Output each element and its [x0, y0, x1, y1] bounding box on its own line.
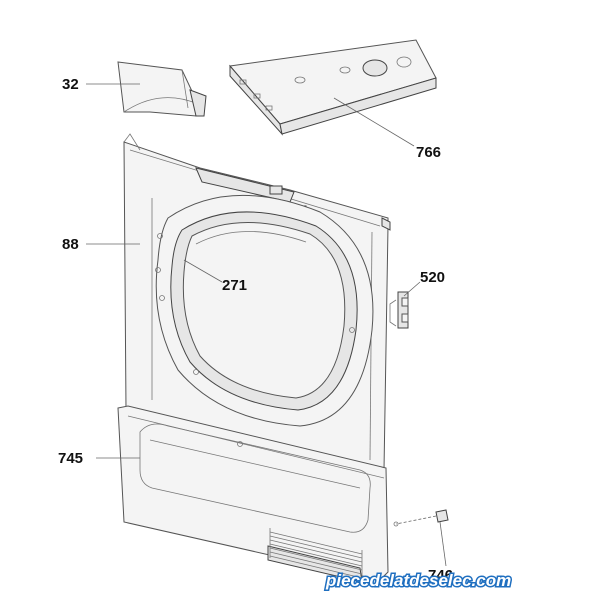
label-88: 88	[62, 236, 79, 253]
part-32-bracket	[117, 61, 207, 117]
part-745-lower-panel	[117, 405, 389, 583]
part-labels: 32 766 88 271 520 745 746	[58, 76, 453, 584]
label-745: 745	[58, 450, 83, 467]
label-746: 746	[428, 567, 453, 584]
label-766: 766	[416, 144, 441, 161]
part-746-clip	[393, 509, 449, 527]
label-520: 520	[420, 269, 445, 286]
leader-lines	[86, 83, 447, 567]
part-520-door-lock	[389, 291, 409, 329]
part-88-front-panel	[123, 133, 391, 471]
watermark: piecedelatdeselec.com	[325, 571, 511, 590]
part-766-top-panel	[229, 39, 437, 136]
label-271: 271	[222, 277, 247, 294]
label-32: 32	[62, 76, 79, 93]
vent-grille	[269, 528, 363, 580]
